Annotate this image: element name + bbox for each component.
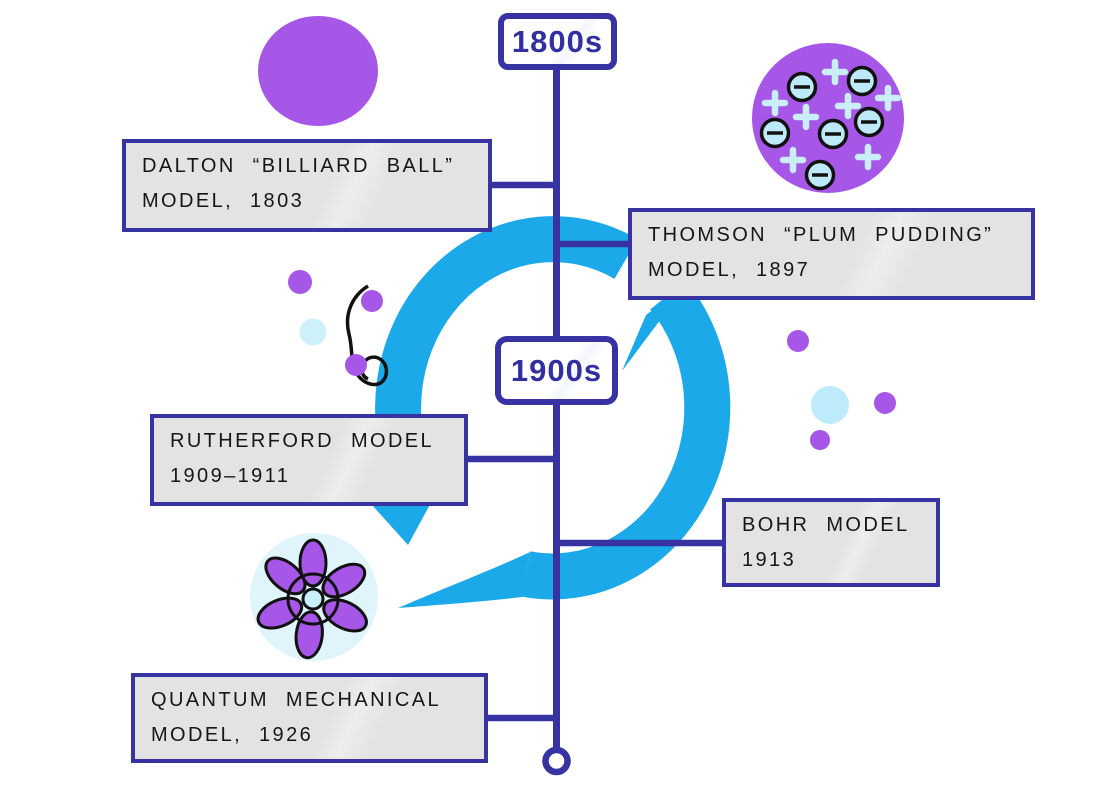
arrow-tail-swoosh [398, 552, 530, 608]
dalton-solid-sphere-icon [258, 16, 378, 126]
orbital-lobe [256, 596, 304, 630]
nucleus [301, 587, 325, 611]
timeline [462, 68, 726, 776]
arrowhead-left-icon [622, 283, 688, 371]
label-box-rutherford: RUTHERFORD MODEL 1909–1911 [150, 414, 468, 506]
plus-icon [854, 143, 882, 171]
era-badge-label: 1900s [510, 352, 603, 388]
orbital-lobe [264, 556, 307, 596]
billiard-ball [258, 16, 378, 126]
label-line: BOHR MODEL [742, 514, 910, 536]
era-badge-1900s: 1900s [495, 336, 618, 405]
quantum-orbital-flower-icon [250, 533, 378, 661]
electron-icon [846, 65, 878, 97]
era-badge-1800s: 1800s [498, 13, 617, 70]
bohr-nucleus-electrons-icon [787, 330, 896, 450]
particle-dot [361, 290, 383, 312]
electron-dot [874, 392, 896, 414]
label-line: THOMSON “PLUM PUDDING” [648, 224, 994, 246]
label-box-dalton: DALTON “BILLIARD BALL” MODEL, 1803 [122, 139, 492, 232]
orbital-lobe [322, 598, 368, 633]
label-line: DALTON “BILLIARD BALL” [142, 155, 455, 177]
cycle-arc-bottom-right [521, 280, 731, 600]
positive-charge-plus-icons [761, 58, 902, 174]
label-line: 1909–1911 [170, 465, 291, 487]
electron-icon [804, 159, 836, 191]
era-badge-label: 1800s [511, 23, 604, 59]
thomson-plum-pudding-icon [752, 43, 904, 193]
label-line: MODEL, 1803 [142, 190, 305, 212]
particle-dot [288, 270, 312, 294]
plus-icon [874, 84, 902, 112]
label-line: MODEL, 1897 [648, 259, 811, 281]
orbital-lobes [256, 538, 368, 660]
label-line: MODEL, 1926 [151, 724, 314, 746]
electron-icon [817, 118, 849, 150]
label-box-quantum: QUANTUM MECHANICAL MODEL, 1926 [131, 673, 488, 763]
plus-icon [761, 89, 789, 117]
nucleus [811, 386, 849, 424]
orbital-lobe [321, 562, 367, 599]
rutherford-alpha-scattering-icon [288, 270, 327, 346]
arrow-tail-notch [586, 252, 618, 268]
electron-icon [759, 117, 791, 149]
label-line: 1913 [742, 549, 797, 571]
plus-icon [834, 92, 862, 120]
nucleus [299, 318, 327, 346]
electron-icon [786, 71, 818, 103]
plus-icon [821, 58, 849, 86]
electron-dot [787, 330, 809, 352]
particle-dot [345, 354, 367, 376]
label-box-thomson: THOMSON “PLUM PUDDING” MODEL, 1897 [628, 208, 1035, 300]
timeline-end-marker [542, 746, 571, 776]
label-line: QUANTUM MECHANICAL [151, 689, 441, 711]
electron-dot [810, 430, 830, 450]
electron-icon [853, 106, 885, 138]
plus-icon [779, 146, 807, 174]
plus-icon [792, 103, 820, 131]
label-line: RUTHERFORD MODEL [170, 430, 435, 452]
label-box-bohr: BOHR MODEL 1913 [722, 498, 940, 587]
orbit-ring [286, 572, 340, 626]
electron-icons [759, 65, 885, 191]
